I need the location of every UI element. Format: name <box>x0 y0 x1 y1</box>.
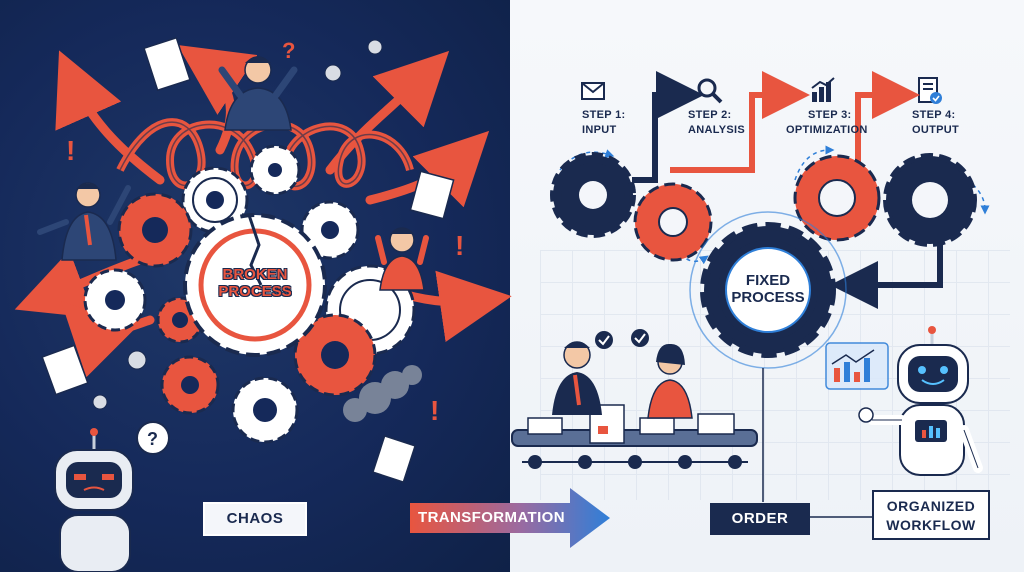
broken-process-line1: BROKEN <box>222 266 288 283</box>
transformation-arrow <box>410 488 610 548</box>
conveyor-belt <box>511 404 758 469</box>
chaos-banner: CHAOS <box>203 502 307 536</box>
gear-navy-step4 <box>883 153 977 247</box>
step-2-number: STEP 2: <box>688 109 732 121</box>
magnifier-icon <box>697 78 723 104</box>
gear-red-bottom <box>160 355 220 415</box>
step-2-title: ANALYSIS <box>688 124 746 136</box>
step-2-label: STEP 2: ANALYSIS <box>688 108 745 138</box>
svg-text:!: ! <box>430 395 439 426</box>
ordered-gears <box>550 152 977 369</box>
broken-process-line2: PROCESS <box>218 283 292 300</box>
gear-red-left <box>117 192 193 268</box>
worker-man <box>552 331 613 415</box>
stressed-person-left <box>37 182 131 261</box>
svg-text:!: ! <box>455 230 464 261</box>
banner-connectors <box>762 368 872 518</box>
svg-text:!: ! <box>66 135 75 166</box>
envelope-icon <box>581 82 605 100</box>
broken-process-label: BROKEN PROCESS <box>205 266 305 300</box>
step-1-number: STEP 1: <box>582 109 626 121</box>
transformation-label: TRANSFORMATION <box>418 509 565 526</box>
stressed-person-top <box>218 56 298 131</box>
fixed-process-line1: FIXED <box>745 272 791 289</box>
gear-red-step2 <box>633 182 713 262</box>
gear-navy-step1 <box>550 152 636 238</box>
stressed-person-right <box>375 227 429 291</box>
gear-red-step3 <box>793 154 881 242</box>
gear-broken-center <box>183 213 327 357</box>
organized-workflow-callout: ORGANIZED WORKFLOW <box>872 490 990 540</box>
worker-woman <box>631 329 693 419</box>
step-4-label: STEP 4: OUTPUT <box>912 108 959 138</box>
gear-fixed-center <box>689 211 847 369</box>
confused-robot: ? <box>54 421 170 572</box>
gear-red-right <box>293 313 377 397</box>
svg-text:?: ? <box>147 429 158 449</box>
smoke-puff <box>343 365 422 422</box>
crumpled-balls <box>92 39 383 410</box>
organized-workflow-line1: ORGANIZED <box>886 498 976 514</box>
gear-white-top-right <box>300 200 360 260</box>
fixed-process-line2: PROCESS <box>731 289 805 306</box>
document-check-icon <box>918 77 942 104</box>
dashboard-panel <box>825 342 889 390</box>
flying-papers <box>41 36 455 483</box>
happy-robot <box>858 326 983 476</box>
gear-white-bottom <box>231 376 299 444</box>
step-4-title: OUTPUT <box>912 124 960 136</box>
organized-workflow-line2: WORKFLOW <box>886 517 976 533</box>
gear-small-white-1 <box>181 166 249 234</box>
gear-white-left <box>83 268 147 332</box>
svg-text:?: ? <box>282 38 295 63</box>
fixed-process-label: FIXED PROCESS <box>723 272 813 306</box>
alert-marks: ! ! ! ? <box>66 38 464 426</box>
bar-chart-icon <box>811 77 835 102</box>
step-3-title: OPTIMIZATION <box>786 124 868 136</box>
gear-small-white-2 <box>249 144 301 196</box>
step-3-number: STEP 3: <box>808 109 852 121</box>
broken-gears <box>83 144 416 444</box>
step-3-label: STEP 3: OPTIMIZATION <box>786 108 868 138</box>
step-arrows <box>632 71 943 309</box>
step-4-number: STEP 4: <box>912 109 956 121</box>
order-banner: ORDER <box>710 503 810 535</box>
step-1-title: INPUT <box>582 124 617 136</box>
step-1-label: STEP 1: INPUT <box>582 108 625 138</box>
